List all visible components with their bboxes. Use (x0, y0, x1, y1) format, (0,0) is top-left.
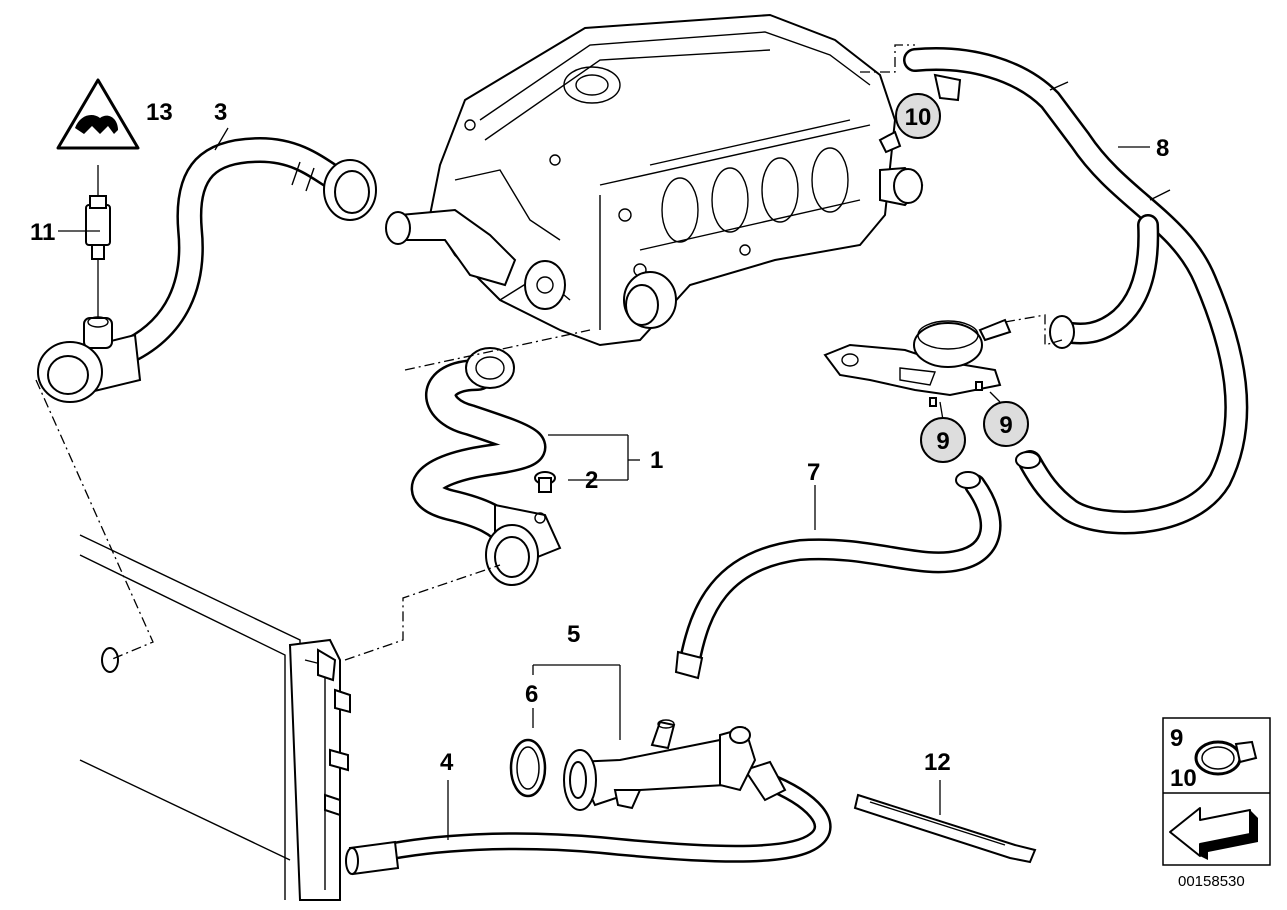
callout-5: 5 (567, 621, 580, 648)
cable-tie (853, 793, 1037, 864)
hose-1 (410, 347, 562, 586)
hose-4 (345, 760, 832, 876)
callout-1: 1 (650, 447, 663, 474)
callout-7: 7 (807, 459, 820, 486)
hose-8 (903, 47, 1249, 535)
callout-circle-9-left: 9 (920, 417, 966, 463)
head-outlet-pipe (385, 208, 517, 287)
legend-box: 9 10 (1162, 717, 1271, 866)
callout-2: 2 (585, 467, 598, 494)
warning-triangle-icon (56, 78, 140, 150)
callout-6: 6 (525, 681, 538, 708)
head-right-fitting (878, 130, 924, 207)
legend-9: 9 (1170, 725, 1183, 752)
callout-circle-9-right: 9 (983, 401, 1029, 447)
callout-13: 13 (146, 99, 173, 126)
legend-10: 10 (1170, 765, 1197, 792)
callout-circle-10: 10 (895, 93, 941, 139)
callout-4: 4 (440, 749, 454, 776)
o-ring (509, 738, 547, 798)
bleed-screw (534, 471, 556, 493)
temperature-sensor (85, 165, 111, 318)
leader-lines (35, 44, 1150, 840)
radiator (79, 534, 351, 901)
callout-9-right: 9 (999, 412, 1012, 439)
t-connector (37, 316, 142, 403)
part-number: 00158530 (1178, 873, 1245, 890)
callout-10: 10 (905, 104, 932, 131)
direction-arrow-icon (1169, 807, 1258, 860)
callout-11: 11 (30, 219, 55, 246)
flange-with-reservoir (823, 318, 1012, 407)
callout-12: 12 (924, 749, 951, 776)
hose-7 (674, 471, 1002, 680)
callout-8: 8 (1156, 135, 1169, 162)
head-lower-fitting (623, 271, 677, 329)
coolant-pipe (563, 719, 757, 811)
hose-clamp-icon (1194, 740, 1258, 776)
cylinder-head (428, 13, 897, 347)
callout-9-left: 9 (936, 428, 949, 455)
callout-3: 3 (214, 99, 227, 126)
hose-3 (107, 137, 377, 368)
